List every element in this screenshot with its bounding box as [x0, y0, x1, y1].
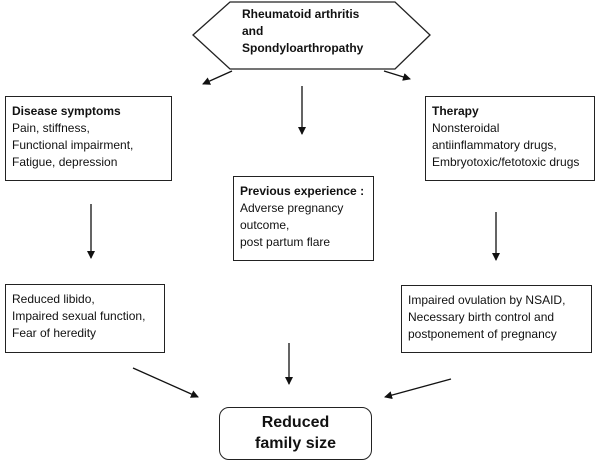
reduced-libido-box: Reduced libido, Impaired sexual function…	[5, 284, 165, 353]
hexagon-label: Rheumatoid arthritis and Spondyloarthrop…	[242, 6, 392, 57]
therapy-title: Therapy	[432, 104, 479, 118]
previous-experience-title: Previous experience :	[240, 184, 365, 198]
previous-experience-line: Adverse pregnancy	[240, 201, 344, 215]
reduced-libido-line: Fear of heredity	[12, 326, 97, 340]
outcome-line: family size	[255, 435, 336, 452]
hexagon-shape	[192, 1, 431, 70]
reduced-family-size-box: Reduced family size	[219, 407, 372, 460]
disease-symptoms-box: Disease symptoms Pain, stiffness, Functi…	[5, 96, 172, 181]
arrow-hexagon-to-therapy	[383, 70, 411, 81]
arrow-libido-to-outcome	[132, 367, 199, 398]
impaired-ovulation-box: Impaired ovulation by NSAID, Necessary b…	[401, 285, 592, 353]
previous-experience-line: outcome,	[240, 218, 290, 232]
disease-symptoms-title: Disease symptoms	[12, 104, 121, 118]
impaired-ovulation-line: Impaired ovulation by NSAID,	[408, 293, 566, 307]
hexagon-line: and	[242, 24, 264, 38]
impaired-ovulation-line: Necessary birth control and	[408, 310, 555, 324]
therapy-line: Embryotoxic/fetotoxic drugs	[432, 155, 580, 169]
arrow-ovulation-to-outcome	[384, 378, 452, 400]
disease-symptoms-line: Fatigue, depression	[12, 155, 118, 169]
hexagon-line: Rheumatoid arthritis	[242, 7, 360, 21]
disease-symptoms-line: Pain, stiffness,	[12, 121, 90, 135]
therapy-line: antiinflammatory drugs,	[432, 138, 557, 152]
previous-experience-box: Previous experience : Adverse pregnancy …	[233, 176, 374, 261]
hexagon-line: Spondyloarthropathy	[242, 41, 364, 55]
therapy-line: Nonsteroidal	[432, 121, 500, 135]
impaired-ovulation-line: postponement of pregnancy	[408, 327, 557, 341]
arrow-hexagon-to-symptoms	[202, 70, 233, 85]
reduced-libido-line: Reduced libido,	[12, 292, 95, 306]
outcome-line: Reduced	[261, 414, 330, 431]
reduced-libido-line: Impaired sexual function,	[12, 309, 146, 323]
disease-symptoms-line: Functional impairment,	[12, 138, 134, 152]
previous-experience-line: post partum flare	[240, 235, 331, 249]
therapy-box: Therapy Nonsteroidal antiinflammatory dr…	[425, 96, 595, 181]
